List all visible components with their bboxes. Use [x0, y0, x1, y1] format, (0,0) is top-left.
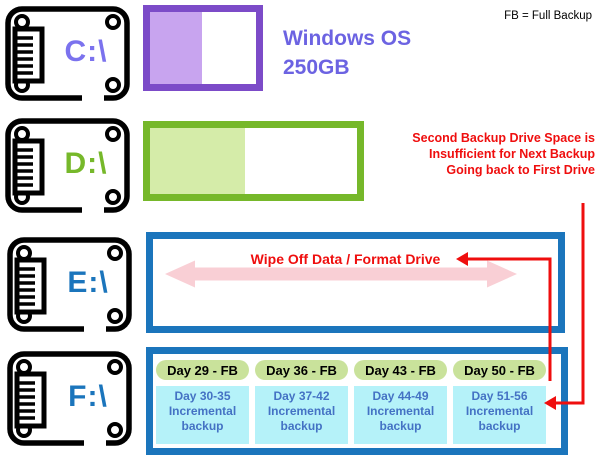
wipe-format-label: Wipe Off Data / Format Drive	[250, 251, 441, 267]
drive-letter: E:\	[67, 266, 109, 299]
incremental-box: Day 44-49 Incremental backup	[354, 386, 447, 444]
incremental-label: Incremental backup	[168, 404, 237, 433]
drive-letter: D:\	[64, 147, 108, 180]
drive-icon-c: C:\	[4, 5, 131, 102]
incremental-range: Day 44-49	[372, 389, 429, 403]
windows-os-line1: Windows OS	[283, 27, 412, 50]
insufficient-line1: Second Backup Drive Space is	[412, 131, 595, 145]
hdd-icon	[5, 6, 130, 102]
incremental-label: Incremental backup	[366, 404, 435, 433]
incremental-box: Day 37-42 Incremental backup	[255, 386, 348, 444]
wipe-double-arrow-icon	[165, 260, 517, 288]
incremental-range: Day 37-42	[273, 389, 330, 403]
incremental-range: Day 51-56	[471, 389, 528, 403]
windows-os-line2: 250GB	[283, 56, 350, 79]
full-backup-pill: Day 36 - FB	[255, 360, 348, 380]
incremental-range: Day 30-35	[174, 389, 231, 403]
f-drive-box: Day 29 - FB Day 30-35 Incremental backup…	[146, 347, 568, 455]
backup-segment-1: Day 29 - FB Day 30-35 Incremental backup	[156, 360, 249, 448]
fb-legend-note: FB = Full Backup	[504, 10, 592, 22]
full-backup-pill: Day 43 - FB	[354, 360, 447, 380]
full-backup-pill: Day 29 - FB	[156, 360, 249, 380]
full-backup-pill: Day 50 - FB	[453, 360, 546, 380]
drive-icon-d: D:\	[4, 117, 131, 214]
incremental-box: Day 30-35 Incremental backup	[156, 386, 249, 444]
c-usage-bar	[143, 5, 263, 91]
backup-segment-4: Day 50 - FB Day 51-56 Incremental backup	[453, 360, 546, 448]
backup-segment-2: Day 36 - FB Day 37-42 Incremental backup	[255, 360, 348, 448]
backup-segment-3: Day 43 - FB Day 44-49 Incremental backup	[354, 360, 447, 448]
insufficient-line2: Insufficient for Next Backup	[429, 147, 595, 161]
d-usage-bar	[143, 121, 364, 201]
drive-icon-e: E:\	[6, 236, 133, 333]
drive-letter: F:\	[68, 380, 108, 413]
incremental-box: Day 51-56 Incremental backup	[453, 386, 546, 444]
hdd-icon	[7, 237, 132, 333]
insufficient-space-note: Second Backup Drive Space is Insufficien…	[330, 130, 595, 178]
incremental-label: Incremental backup	[267, 404, 336, 433]
drive-letter: C:\	[64, 35, 108, 68]
windows-os-label: Windows OS 250GB	[283, 24, 411, 82]
insufficient-line3: Going back to First Drive	[446, 163, 595, 177]
incremental-label: Incremental backup	[465, 404, 534, 433]
e-drive-box: Wipe Off Data / Format Drive	[146, 232, 565, 333]
c-usage-fill	[150, 12, 202, 84]
hdd-icon	[5, 118, 130, 214]
d-usage-fill	[150, 128, 246, 194]
hdd-icon	[7, 351, 132, 447]
drive-icon-f: F:\	[6, 350, 133, 447]
